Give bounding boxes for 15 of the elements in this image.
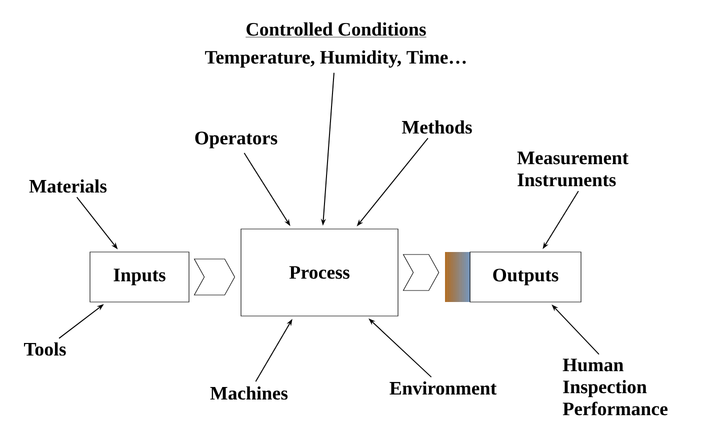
text-label: Operators xyxy=(195,132,278,148)
chevron-arrow xyxy=(194,258,236,296)
text-label: Controlled Conditions Temperature, Humidity, Time… xyxy=(205,22,466,68)
process-box: Inputs xyxy=(90,252,190,302)
text-label: Environment xyxy=(390,381,497,395)
process-box: Process xyxy=(240,228,398,316)
gradient-bar xyxy=(445,252,470,302)
text-label: Tools xyxy=(24,342,66,356)
text-label: Human Inspection Performance xyxy=(562,358,668,416)
chevron-arrow xyxy=(402,254,440,291)
text-label: Machines xyxy=(210,386,288,400)
process-box: Outputs xyxy=(470,252,582,302)
text-label: Materials xyxy=(29,179,107,193)
text-label: Measurement Instruments xyxy=(517,152,628,186)
text-label: Methods xyxy=(402,120,472,134)
